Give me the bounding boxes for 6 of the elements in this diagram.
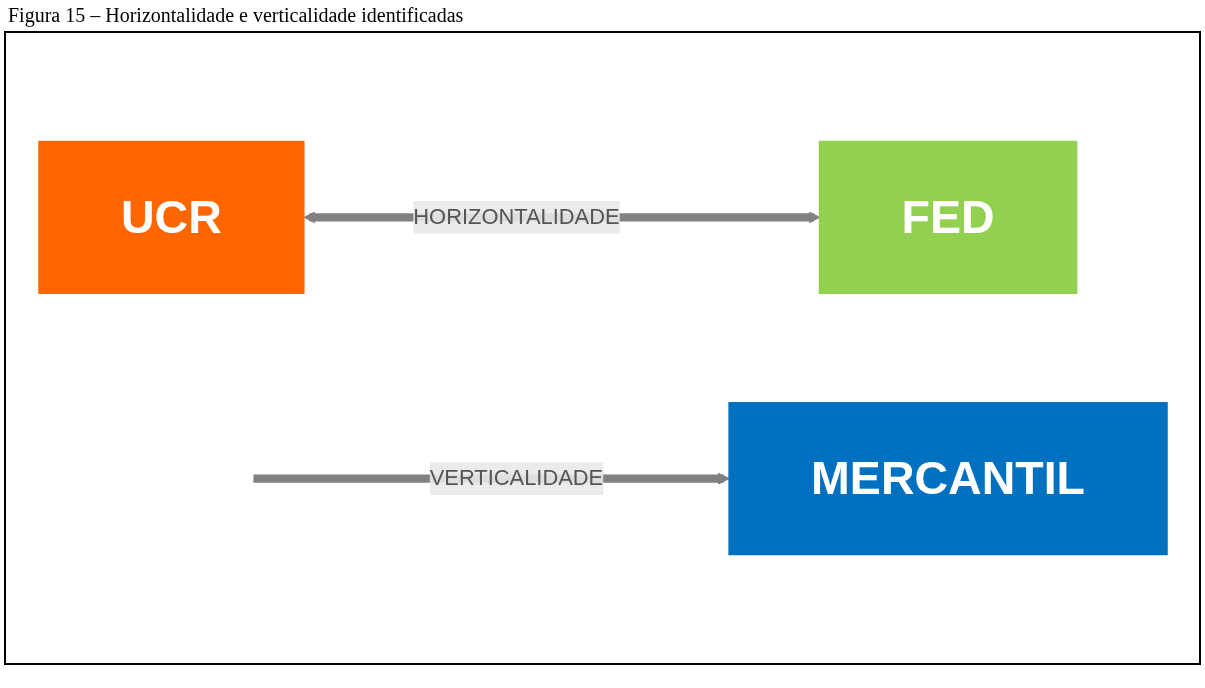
figure-title: Figura 15 – Horizontalidade e verticalidade identificadas <box>7 3 465 29</box>
edge-label: VERTICALIDADE <box>429 466 603 490</box>
edge-label: HORIZONTALIDADE <box>412 205 620 229</box>
node-box: MERCANTIL <box>727 402 1168 556</box>
node-box: FED <box>818 140 1077 294</box>
node-box: UCR <box>37 140 305 294</box>
